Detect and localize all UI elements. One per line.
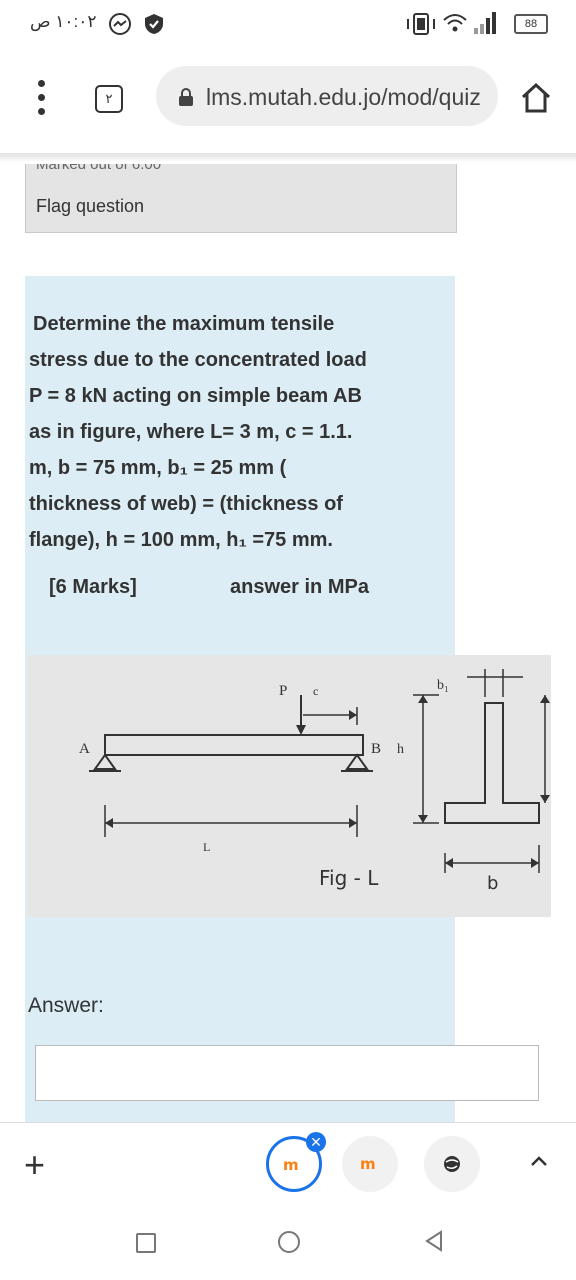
- flag-question-link[interactable]: Flag question: [36, 196, 145, 216]
- chevron-up-icon[interactable]: [528, 1150, 550, 1172]
- address-bar[interactable]: [156, 66, 498, 126]
- more-vert-icon[interactable]: [32, 80, 52, 120]
- answer-unit-hint: answer in MPa: [230, 576, 369, 598]
- marks-label: [6 Marks]: [49, 576, 137, 598]
- label-b1: b₁: [437, 678, 449, 693]
- question-line: Determine the maximum tensile: [33, 313, 335, 335]
- tab-thumbnail[interactable]: m: [342, 1136, 398, 1192]
- question-line: flange), h = 100 mm, h₁ =75 mm.: [29, 529, 333, 551]
- header-divider: [0, 153, 576, 161]
- question-info-box: Marked out of 6.00 Flag question: [25, 164, 457, 233]
- svg-text:m: m: [283, 1156, 299, 1173]
- recents-icon[interactable]: [136, 1233, 156, 1253]
- question-line: m, b = 75 mm, b₁ = 25 mm (: [29, 457, 287, 479]
- home-nav-icon[interactable]: [278, 1231, 300, 1253]
- support-a: [93, 753, 117, 770]
- wifi-icon: [443, 14, 467, 32]
- shield-check-icon: [145, 14, 163, 34]
- label-b-support: B: [371, 741, 381, 757]
- label-a: A: [79, 741, 90, 757]
- moodle-icon: m: [283, 1156, 299, 1173]
- battery-indicator: 88: [514, 14, 548, 34]
- vibrate-icon: [407, 13, 435, 35]
- home-icon[interactable]: [518, 80, 554, 116]
- label-b: b: [487, 873, 498, 894]
- t-section: [444, 702, 540, 824]
- marked-out-of: Marked out of 6.00: [36, 164, 162, 173]
- question-line: stress due to the concentrated load: [29, 349, 367, 371]
- label-l: L: [203, 840, 210, 854]
- label-p: P: [279, 683, 287, 699]
- answer-label: Answer:: [28, 994, 104, 1017]
- question-line: as in figure, where L= 3 m, c = 1.1.: [29, 421, 353, 443]
- status-time: ١٠:٠٢ ص: [30, 12, 97, 31]
- answer-input[interactable]: [35, 1045, 539, 1101]
- moodle-icon: m: [360, 1155, 376, 1172]
- close-icon[interactable]: ✕: [306, 1132, 326, 1152]
- beam-figure: P c A B h L b₁ b Fig - L: [27, 655, 551, 917]
- signal-icon: [474, 12, 496, 34]
- lock-icon: [179, 88, 193, 106]
- beam: [104, 734, 364, 756]
- label-h: h: [397, 742, 404, 757]
- plus-icon[interactable]: +: [24, 1144, 46, 1185]
- url-text[interactable]: lms.mutah.edu.jo/mod/quiz: [206, 84, 481, 110]
- messenger-icon: [109, 13, 131, 35]
- tab-thumbnail[interactable]: [424, 1136, 480, 1192]
- back-icon[interactable]: [424, 1230, 444, 1252]
- question-line: thickness of web) = (thickness of: [29, 493, 343, 515]
- question-line: P = 8 kN acting on simple beam AB: [29, 385, 362, 407]
- globe-icon: [444, 1156, 460, 1172]
- tab-switcher-button[interactable]: ٢: [95, 85, 123, 113]
- label-c: c: [313, 684, 318, 698]
- question-text: Determine the maximum tensile stress due…: [29, 306, 449, 558]
- support-b: [345, 753, 369, 770]
- figure-caption: Fig - L: [319, 866, 379, 890]
- status-bar: ١٠:٠٢ ص 88: [0, 0, 576, 50]
- svg-text:m: m: [360, 1155, 376, 1172]
